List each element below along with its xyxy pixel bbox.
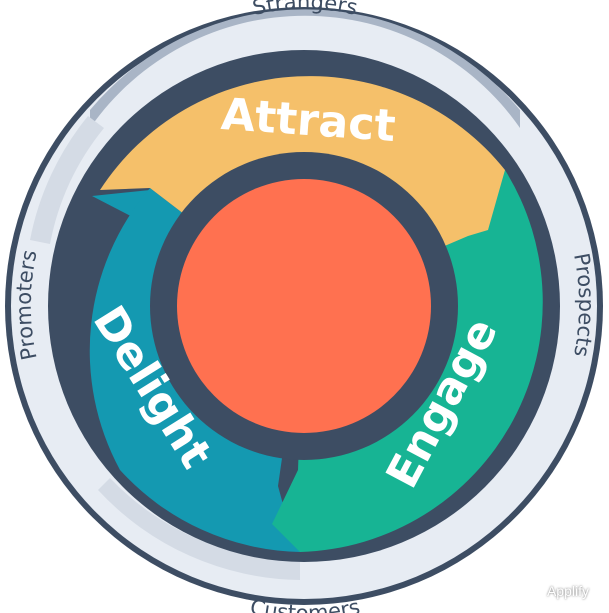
attract-label: Attract bbox=[219, 89, 397, 152]
hub-center bbox=[177, 179, 431, 433]
watermark-text: Applify bbox=[546, 583, 589, 599]
watermark: Applify bbox=[526, 583, 589, 599]
promoters-band bbox=[30, 116, 104, 244]
customers-label: Customers bbox=[248, 595, 362, 613]
wechat-icon bbox=[526, 583, 543, 598]
strangers-label: Strangers bbox=[250, 0, 359, 20]
customers-band bbox=[98, 478, 300, 580]
